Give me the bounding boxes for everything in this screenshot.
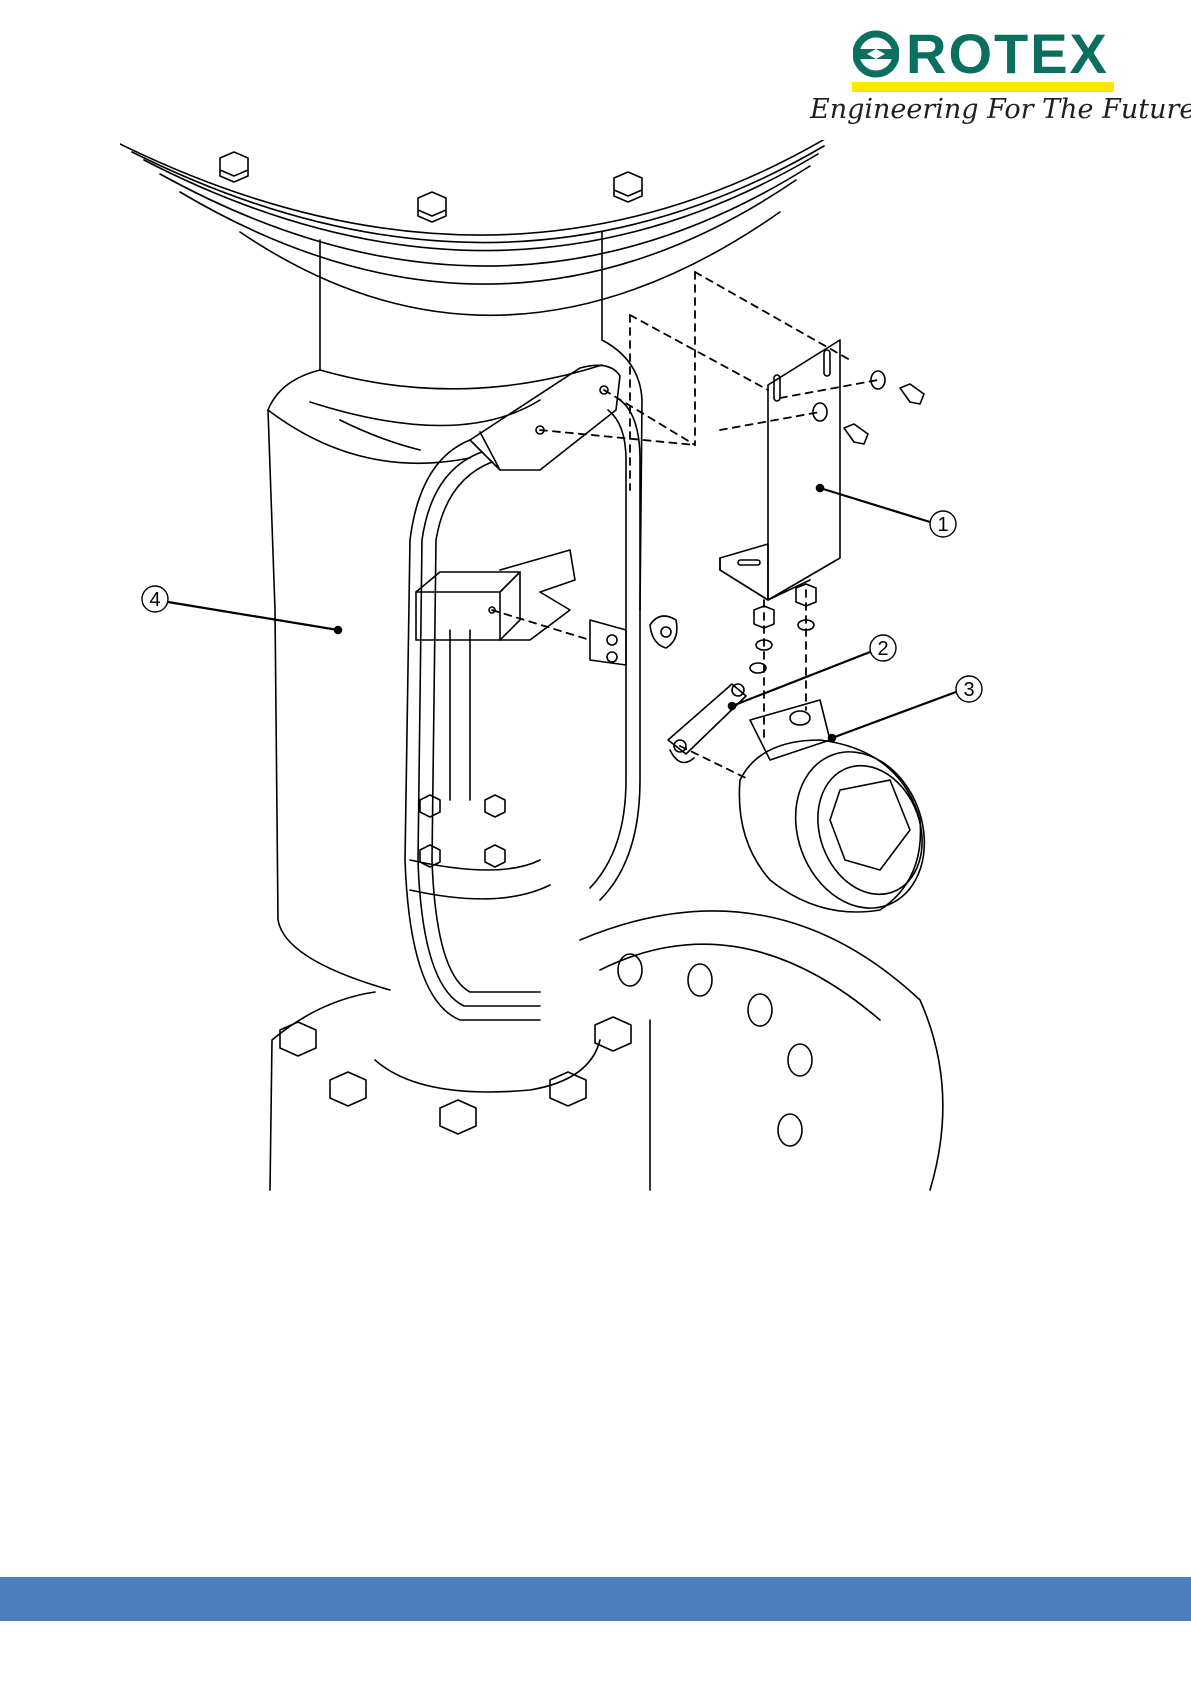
body-bolt [595, 1017, 631, 1051]
actuator-housing [268, 340, 642, 990]
valve-assembly-drawing: 1 2 3 4 [120, 140, 1020, 1195]
logo-wordmark: ROTEX [906, 24, 1109, 84]
flange-bolt [614, 172, 642, 202]
yoke-window [405, 400, 640, 1020]
callout-2-label: 2 [877, 638, 888, 660]
body-bolt [280, 1022, 316, 1056]
rotex-logo: ROTEX Engineering For The Future [810, 22, 1180, 132]
assembly-guides [492, 272, 878, 780]
body-bolt [550, 1072, 586, 1106]
actuator-neck [320, 232, 602, 389]
flange-bolt [220, 152, 248, 182]
bonnet-nut [485, 845, 505, 867]
callout-3: 3 [829, 676, 983, 742]
bonnet [410, 795, 550, 899]
callout-1-label: 1 [937, 514, 948, 536]
body-bolt [440, 1100, 476, 1134]
footer-band [0, 1577, 1191, 1621]
linkage-arm [668, 684, 746, 763]
callout-3-label: 3 [963, 679, 974, 701]
bonnet-nut [420, 795, 440, 817]
logo-tagline: Engineering For The Future [810, 90, 1180, 130]
top-mounting-lug [470, 365, 620, 470]
valve-stem [416, 550, 575, 800]
body-bolt [330, 1072, 366, 1106]
mounting-bracket [720, 340, 840, 600]
flange-bolt [418, 192, 446, 222]
callout-4-label: 4 [149, 589, 160, 611]
bracket-screws [750, 371, 924, 673]
bonnet-nut [485, 795, 505, 817]
callout-1: 1 [817, 485, 957, 538]
stem-clamp [590, 616, 677, 665]
rotex-logo-mark-icon [853, 30, 899, 78]
callout-4: 4 [142, 586, 342, 634]
valve-body-flange [270, 911, 943, 1190]
